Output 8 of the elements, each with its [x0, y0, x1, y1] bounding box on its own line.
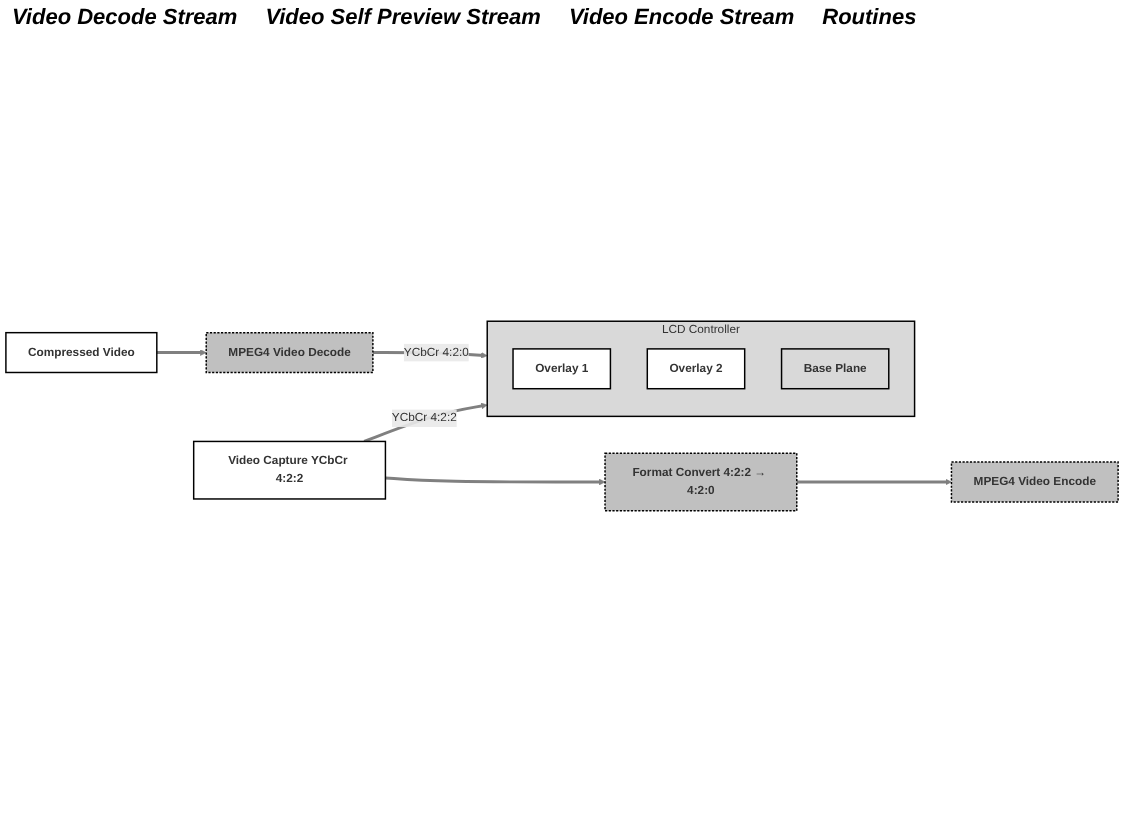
- stream-label: Routines: [822, 6, 917, 30]
- arrow: [796, 478, 952, 486]
- arrow: [156, 349, 207, 356]
- arrow: [363, 402, 488, 443]
- arrow: [385, 476, 606, 486]
- stream-label: Video Encode Stream: [568, 6, 795, 30]
- stream-label: Video Decode Stream: [12, 6, 238, 30]
- stream-label: Video Self Preview Stream: [265, 6, 541, 30]
